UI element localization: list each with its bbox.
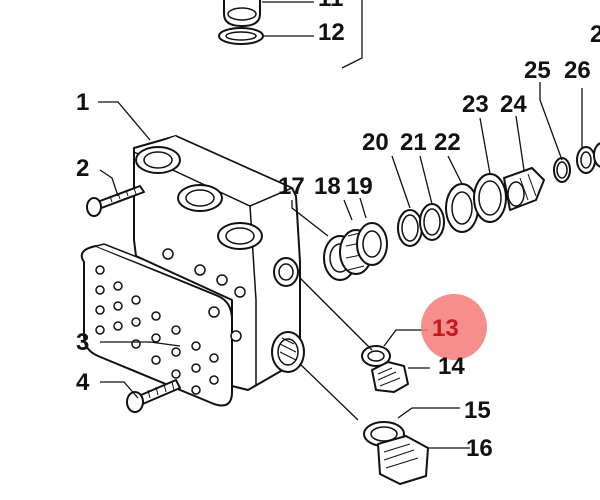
leader-lines [98, 82, 583, 449]
highlight-marker [421, 294, 487, 360]
label-part-13: 13 [432, 315, 459, 342]
label-part-18: 18 [314, 173, 341, 200]
plug-lower [363, 421, 429, 485]
label-part-20: 20 [362, 129, 389, 156]
valve-stack [323, 142, 600, 281]
part-labels: 11 12 1 2 3 4 17 18 19 20 21 22 23 24 25… [76, 0, 600, 462]
top-plug-assembly [218, 0, 363, 69]
label-part-21: 21 [400, 129, 427, 156]
label-part-2: 2 [76, 155, 89, 182]
label-part-11: 11 [318, 0, 343, 12]
label-part-16: 16 [466, 435, 493, 462]
plug-upper [361, 345, 409, 393]
label-part-14: 14 [438, 353, 465, 380]
label-part-25: 25 [524, 57, 551, 84]
bolt-upper [86, 185, 145, 217]
label-part-26: 26 [564, 57, 591, 84]
label-part-23: 23 [462, 91, 489, 118]
label-part-1: 1 [76, 89, 89, 116]
label-part-22: 22 [434, 129, 461, 156]
label-part-15: 15 [464, 397, 491, 424]
label-part-27-partial: 2 [590, 21, 600, 48]
label-part-3: 3 [76, 329, 89, 356]
label-part-12: 12 [318, 19, 345, 46]
label-part-4: 4 [76, 369, 90, 396]
label-part-17: 17 [278, 173, 305, 200]
label-part-24: 24 [500, 91, 527, 118]
label-part-19: 19 [346, 173, 373, 200]
bolt-lower [126, 379, 181, 413]
manifold-body [133, 135, 305, 391]
